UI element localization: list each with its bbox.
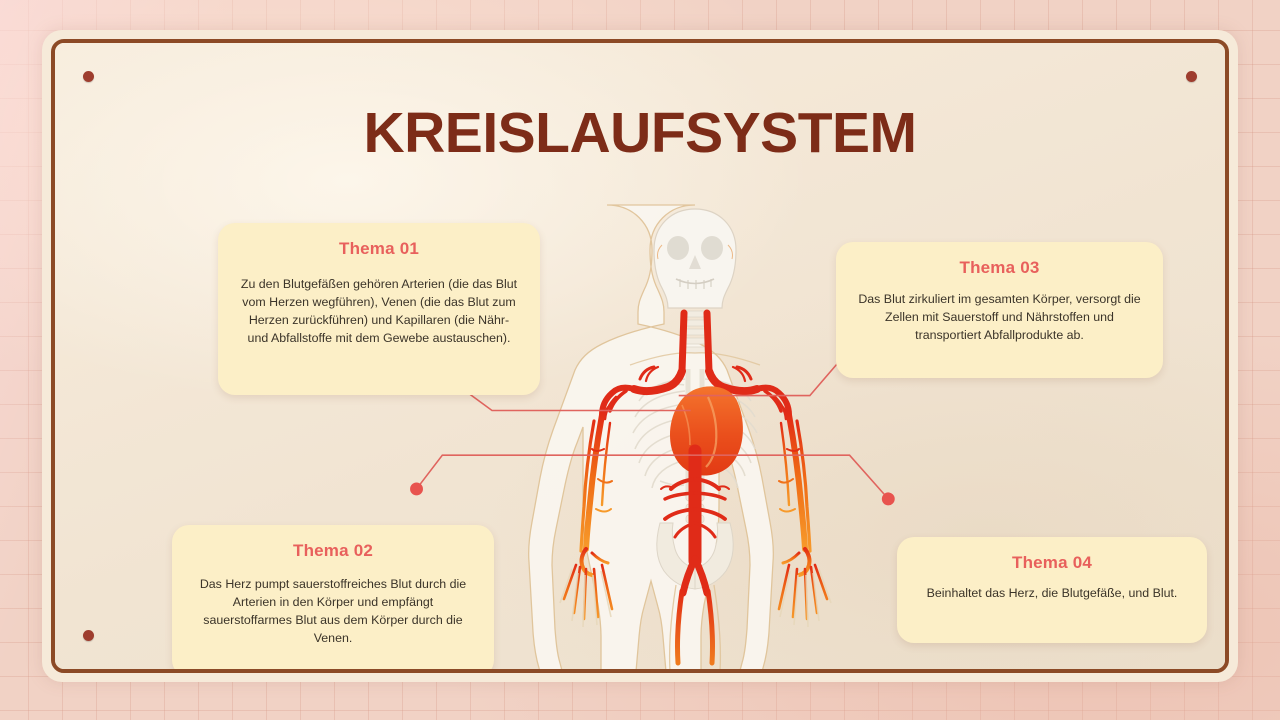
card-title: Thema 02 (292, 541, 374, 560)
framed-board: KREISLAUFSYSTEM (42, 30, 1238, 682)
leg-vessels (675, 588, 715, 666)
page-title: KREISLAUFSYSTEM (363, 101, 917, 165)
corner-dot-bottom-left (83, 630, 94, 641)
corner-dot-top-left (83, 71, 94, 82)
skull (653, 208, 737, 309)
spine-cervical (680, 310, 710, 354)
card-body: Zu den Blutgefäßen gehören Arterien (die… (240, 277, 518, 346)
card-body: Das Herz pumpt sauerstoffreiches Blut du… (199, 577, 467, 646)
card-title: Thema 01 (338, 239, 420, 258)
info-card-thema-04[interactable]: Thema 04 Beinhaltet das Herz, die Blutge… (897, 537, 1207, 643)
body-silhouette (527, 204, 775, 669)
corner-dot-top-right (1186, 71, 1197, 82)
board-inner-frame: KREISLAUFSYSTEM (51, 39, 1229, 673)
info-card-thema-03[interactable]: Thema 03 Das Blut zirkuliert im gesamten… (836, 242, 1163, 378)
card-title: Thema 04 (1011, 553, 1093, 572)
card-body: Das Blut zirkuliert im gesamten Körper, … (858, 292, 1141, 343)
human-circulatory-system-illustration (527, 204, 832, 669)
info-card-thema-02[interactable]: Thema 02 Das Herz pumpt sauerstoffreiche… (172, 525, 494, 669)
info-card-thema-01[interactable]: Thema 01 Zu den Blutgefäßen gehören Arte… (218, 223, 540, 395)
hand-bones (559, 568, 832, 628)
card-body: Beinhaltet das Herz, die Blutgefäße, und… (926, 586, 1178, 600)
femur-outline (668, 584, 722, 669)
card-title: Thema 03 (959, 258, 1040, 277)
